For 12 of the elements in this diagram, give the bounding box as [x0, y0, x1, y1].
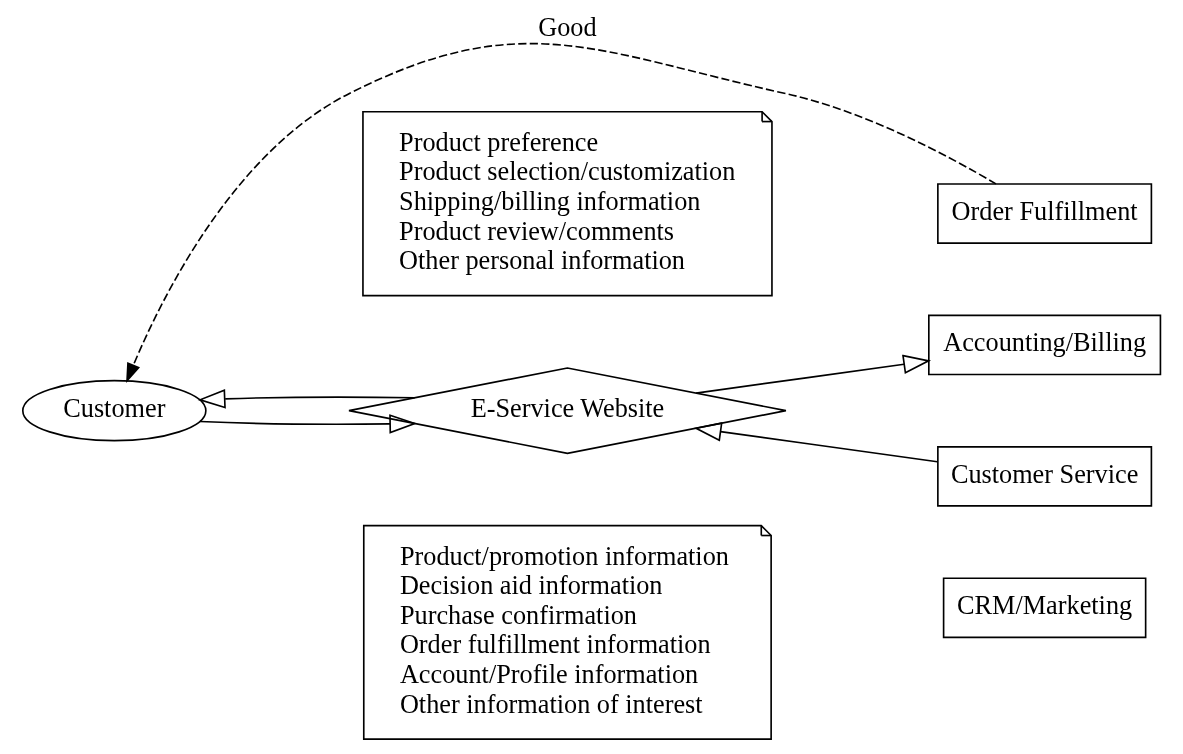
node-ellipse: Customer — [22, 379, 207, 442]
arrow — [199, 414, 418, 434]
arrow — [693, 422, 939, 463]
node-box: Accounting/Billing — [928, 314, 1162, 376]
arrow — [197, 389, 416, 409]
edge-label: Good — [538, 12, 597, 42]
node-box: Customer Service — [937, 446, 1153, 507]
arrow — [695, 354, 932, 394]
node-diamond: E-Service Website — [348, 367, 787, 455]
arrow — [126, 42, 997, 383]
node-box: Order Fulfillment — [937, 183, 1153, 244]
node-box: CRM/Marketing — [942, 577, 1147, 639]
